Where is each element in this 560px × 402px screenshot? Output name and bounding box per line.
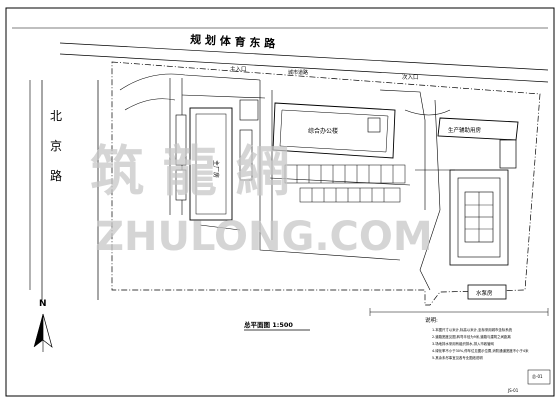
watermark-cn: 筑 龍 網 [90, 140, 290, 203]
note-line-3: 3.场地排水采用有组织排水,排入市政管网 [432, 341, 495, 346]
west-building: 主厂房 [189, 107, 233, 221]
left-road-char-2: 京 [50, 139, 62, 153]
note-line-4: 4.绿化率不小于30%,停车位见图示位置,消防通道宽度不小于4米 [432, 348, 529, 353]
left-road: 北 京 路 [41, 80, 99, 300]
title-block-frame [527, 369, 551, 385]
notes-block: 说明: 1.本图尺寸以米计,标高以米计,坐标采用城市坐标系统 2.道路宽度见图,… [425, 316, 529, 360]
top-road-label: 规 划 体 育 东 路 [190, 32, 277, 50]
pump-house: 水泵房 [467, 284, 507, 300]
production-building: 生产辅助用房 [437, 117, 519, 169]
west-building-label: 主厂房 [212, 160, 220, 178]
parking-rows [284, 164, 406, 203]
production-wing [499, 139, 517, 169]
second-entrance-label: 次入口 [402, 73, 419, 81]
office-stair-core [367, 117, 381, 133]
watermark: 筑 龍 網 ZHULONG.COM [90, 140, 433, 260]
left-road-char-1: 北 [50, 109, 62, 123]
notes-title: 说明: [425, 316, 438, 324]
note-line-2: 2.道路宽度见图,转弯半径为9米,道路与建筑之间距离 [432, 334, 511, 339]
pump-house-label: 水泵房 [476, 289, 493, 297]
production-building-label: 生产辅助用房 [448, 126, 482, 134]
watermark-en: ZHULONG.COM [95, 214, 433, 260]
office-building-label: 综合办公楼 [308, 127, 338, 135]
plan-title: 总平面图 1:500 [244, 320, 310, 331]
north-arrow: N [33, 299, 53, 352]
top-road: 规 划 体 育 东 路 [59, 32, 549, 83]
main-entrance-label: 主入口 [230, 65, 247, 73]
plan-title-text: 总平面图 1:500 [244, 320, 293, 329]
title-block-code: JS-01 [507, 388, 519, 393]
left-road-char-3: 路 [50, 168, 62, 183]
note-line-1: 1.本图尺寸以米计,标高以米计,坐标采用城市坐标系统 [432, 327, 513, 332]
site-boundary [111, 61, 541, 306]
sheet-border [5, 7, 555, 397]
north-arrow-letter: N [39, 299, 47, 309]
office-building: 综合办公楼 [272, 102, 396, 159]
note-line-5: 5.其余未尽事宜见各专业图纸说明 [432, 355, 483, 360]
gate-label: 城市道路 [288, 69, 308, 76]
bottom-dimension [369, 308, 549, 316]
west-annex [175, 99, 259, 201]
sports-field [449, 169, 509, 266]
sheet-number: 总-01 [532, 373, 543, 379]
